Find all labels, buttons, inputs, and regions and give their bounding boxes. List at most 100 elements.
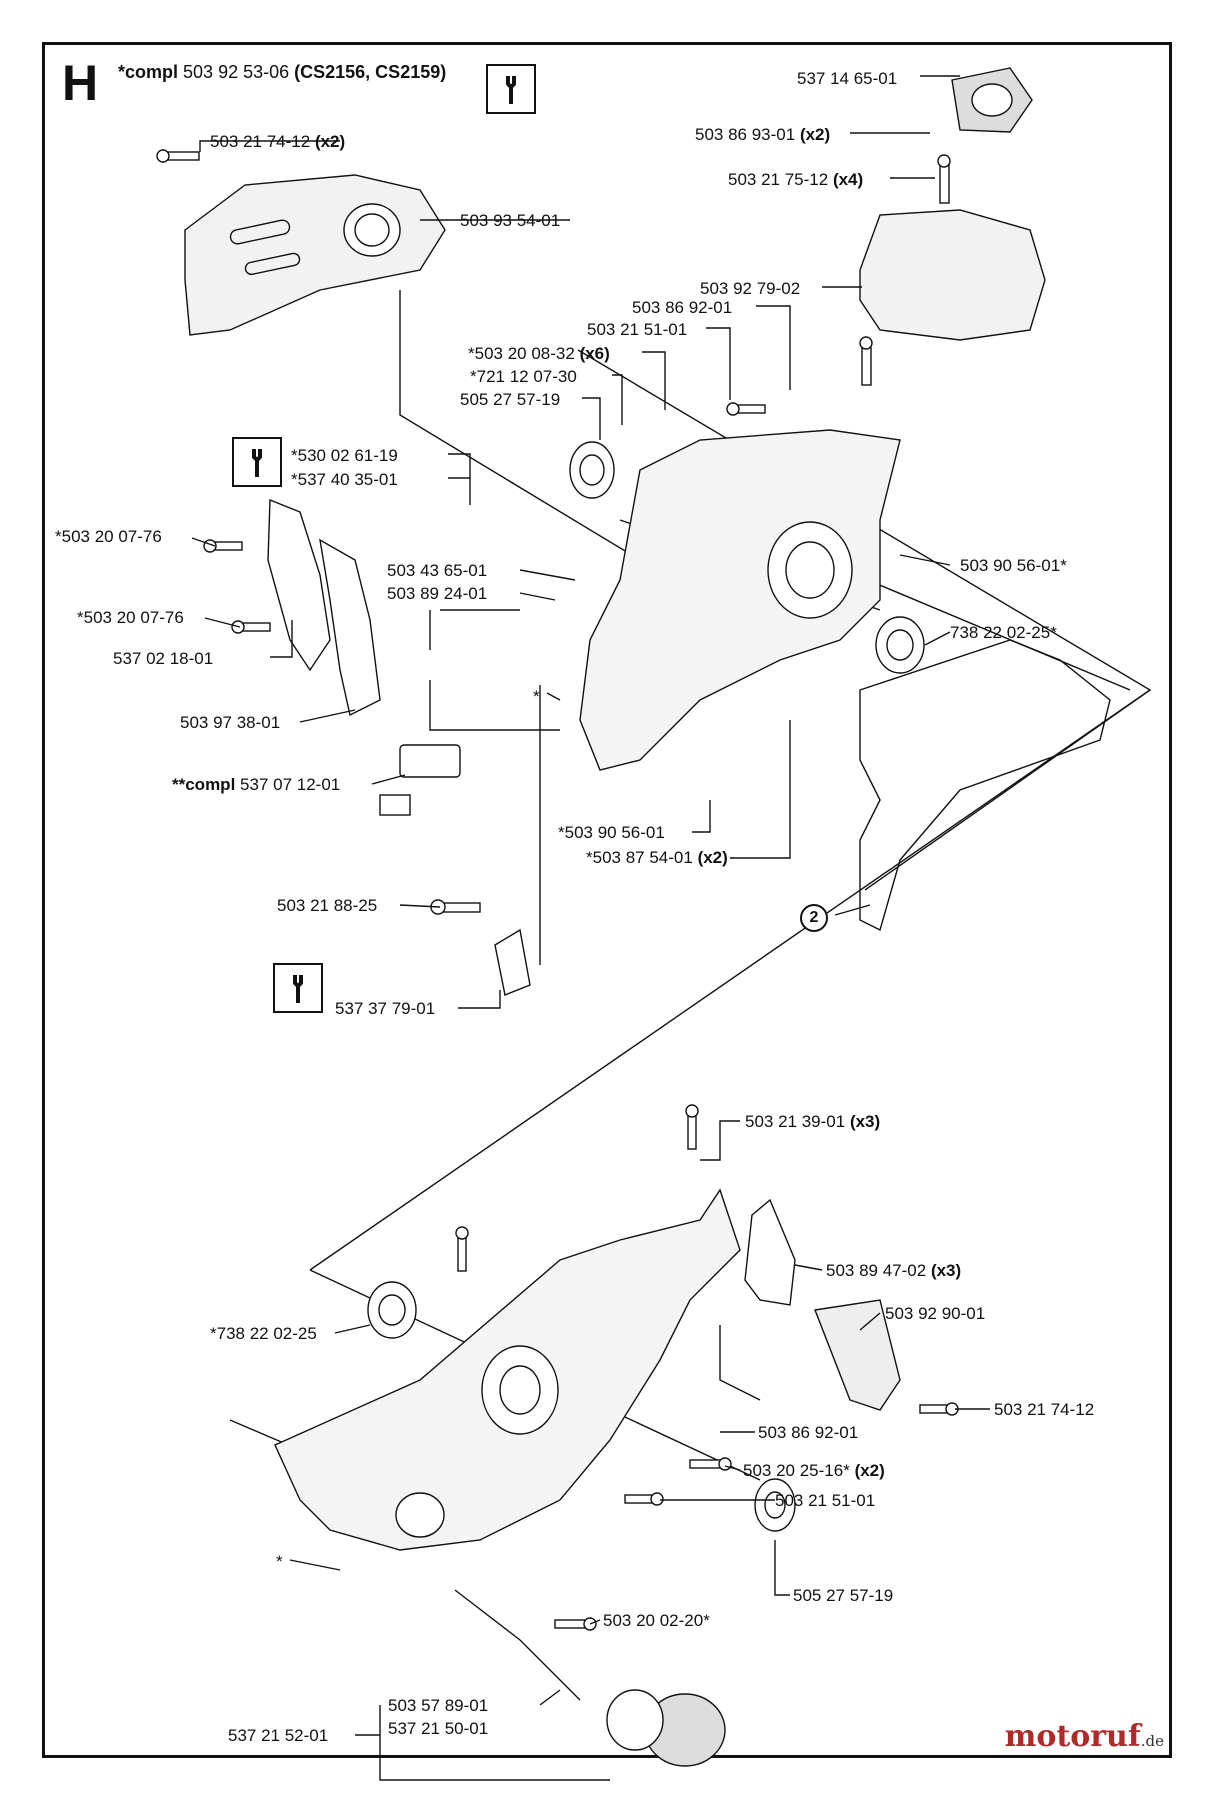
leader-line (582, 397, 601, 440)
part-label: 503 93 54-01 (460, 211, 561, 230)
leader-line (519, 592, 556, 601)
assembly-heading: *compl 503 92 53-06 (CS2156, CS2159) (118, 62, 446, 83)
part-label: 503 92 79-02 (700, 279, 801, 298)
bearing-part (367, 1281, 417, 1339)
part-label: *503 20 08-32 (x6) (468, 344, 610, 363)
leader-line (642, 351, 666, 410)
part-label: 503 20 25-16* (x2) (743, 1461, 885, 1480)
wrench-tool-icon (506, 76, 516, 104)
leader-line (612, 374, 623, 425)
part-label: *537 40 35-01 (291, 470, 398, 489)
diagram-frame (42, 42, 1172, 1758)
screw-part (554, 1617, 597, 1631)
heading-part-number: 503 92 53-06 (183, 62, 290, 82)
bearing-part (875, 616, 925, 674)
leader-line (371, 774, 406, 785)
part-label: *530 02 61-19 (291, 446, 398, 465)
leader-line (706, 327, 731, 400)
assembly-guide-line (719, 1325, 761, 1401)
part-label: 537 02 18-01 (113, 649, 214, 668)
part-label: 503 89 47-02 (x3) (826, 1261, 962, 1280)
cap-ring-part (606, 1689, 664, 1751)
part-label: 503 21 51-01 (775, 1491, 876, 1510)
screw-part (685, 1104, 699, 1150)
part-label: 503 20 02-20* (603, 1611, 710, 1630)
intake-housing-part (859, 209, 1046, 341)
part-label: 503 92 90-01 (885, 1304, 986, 1323)
leader-line (724, 1465, 741, 1471)
leader-line (334, 1324, 371, 1334)
guide-bracket-part (494, 928, 531, 996)
part-label: *721 12 07-30 (470, 367, 577, 386)
part-label: 503 21 51-01 (587, 320, 688, 339)
leader-line (700, 1120, 740, 1161)
screw-part (726, 402, 766, 416)
part-label: *738 22 02-25 (210, 1324, 317, 1343)
seal-ring-part (754, 1478, 796, 1532)
screw-part (937, 154, 951, 204)
fuel-hose-part (454, 1589, 581, 1701)
assembly-guide-line (429, 680, 560, 731)
part-label: 503 86 92-01 (632, 298, 733, 317)
screw-part (455, 1226, 469, 1272)
part-label: 505 27 57-19 (793, 1586, 894, 1605)
leader-line (834, 904, 871, 916)
part-label: *503 20 07-76 (55, 527, 162, 546)
leader-line (448, 453, 471, 505)
wrench-tool-icon (252, 449, 262, 477)
leader-line (692, 800, 711, 833)
assembly-guide-line (399, 290, 641, 561)
leader-line (519, 569, 576, 581)
chain-cover-part (184, 174, 446, 336)
wrench-tool-icon (486, 64, 536, 114)
part-label: 738 22 02-25* (950, 623, 1057, 642)
screw-part (156, 149, 200, 163)
leader-line (859, 1312, 881, 1331)
leader-line (191, 537, 216, 547)
part-label: 503 86 93-01 (x2) (695, 125, 831, 144)
asterisk-mark: * (276, 1552, 283, 1571)
chain-catcher-plate-part (267, 498, 331, 672)
part-label: 503 90 56-01* (960, 556, 1067, 575)
part-label: 503 21 74-12 (x2) (210, 132, 346, 151)
brand-watermark[interactable]: motoruf.de (1005, 1719, 1164, 1754)
leader-line (204, 617, 241, 628)
part-label: 505 27 57-19 (460, 390, 561, 409)
part-label: *503 87 54-01 (x2) (586, 848, 728, 867)
leader-line (546, 692, 561, 701)
leader-line (289, 1559, 341, 1571)
part-label: *503 90 56-01 (558, 823, 665, 842)
part-label: 503 86 92-01 (758, 1423, 859, 1442)
screw-part (689, 1457, 732, 1471)
screw-part (919, 1402, 959, 1416)
part-label: 503 43 65-01 (387, 561, 488, 580)
part-label: 503 57 89-01 (388, 1696, 489, 1715)
bumper-spike-part (319, 538, 381, 717)
part-label: 537 14 65-01 (797, 69, 898, 88)
leader-line (899, 554, 951, 566)
leader-line (756, 305, 791, 390)
leader-line (730, 720, 791, 859)
asterisk-mark: * (533, 687, 540, 706)
leader-line (924, 631, 951, 646)
part-label: 503 21 74-12 (994, 1400, 1095, 1419)
seal-ring-part (569, 441, 615, 499)
part-label: 503 97 38-01 (180, 713, 281, 732)
leader-line (774, 1540, 790, 1596)
part-label: 537 21 50-01 (388, 1719, 489, 1738)
cylinder-shield-part (814, 1299, 901, 1411)
leader-line (794, 1264, 823, 1271)
leader-line (539, 1689, 561, 1706)
part-label: 503 21 75-12 (x4) (728, 170, 864, 189)
wrench-tool-icon (293, 975, 303, 1003)
leader-line (458, 990, 501, 1009)
part-label: 537 37 79-01 (335, 999, 436, 1018)
brand-suffix: .de (1140, 1732, 1164, 1750)
screw-part (203, 539, 243, 553)
wrench-tool-icon (273, 963, 323, 1013)
section-letter: H (62, 55, 99, 111)
leader-line (589, 1619, 601, 1625)
leader-line (399, 904, 441, 908)
wrench-tool-icon (232, 437, 282, 487)
